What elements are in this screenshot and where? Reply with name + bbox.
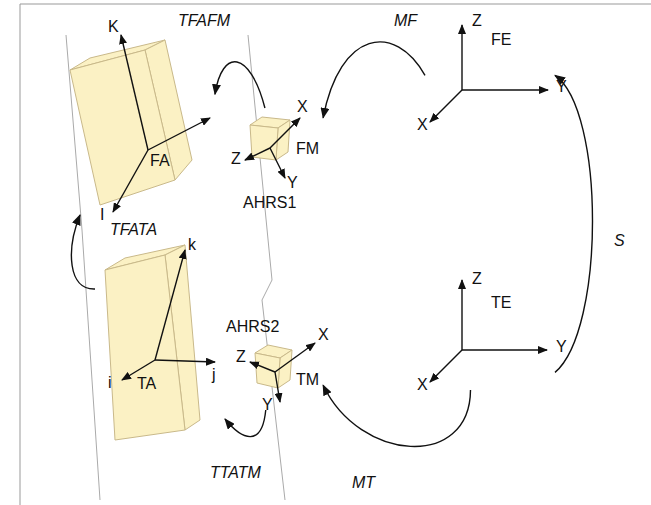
transform-label: TTATM [208, 464, 263, 482]
transform-label: TFAFM [176, 12, 232, 30]
axis-label: i [108, 374, 112, 392]
axis-label: j [212, 366, 216, 384]
frame-node: FM [240, 108, 323, 190]
frame-name: FE [491, 31, 511, 49]
frame-node: FA [65, 40, 215, 215]
transform-label: MF [392, 12, 419, 30]
frame-node: TM [240, 335, 323, 410]
frame-node: TA [95, 245, 225, 445]
transform-label: S [612, 232, 627, 250]
transform-arrow [225, 410, 266, 437]
axis-label: Z [236, 348, 246, 366]
frame-name: TA [137, 375, 156, 393]
axis-label: X [417, 376, 428, 394]
axis-label: Y [262, 396, 273, 414]
axis-label: Z [472, 12, 482, 30]
axis-label: Y [287, 174, 298, 192]
transform-label: MT [350, 474, 377, 492]
axis-label: Z [472, 270, 482, 288]
frame-name: TM [296, 371, 319, 389]
axis-label: k [188, 236, 196, 254]
transform-label: TFATA [108, 221, 159, 239]
transform-arrow [555, 75, 593, 372]
axis-label: Z [231, 150, 241, 168]
axis-label: K [108, 18, 119, 36]
transform-arrow [323, 42, 425, 118]
frame-name: TE [491, 294, 511, 312]
frame-name: FA [150, 152, 170, 170]
axis-label: I [100, 206, 104, 224]
axis-label: X [297, 98, 308, 116]
transform-arrow [323, 385, 470, 446]
axis-label: X [318, 326, 329, 344]
frame-name: FM [296, 140, 319, 158]
axis-label: AHRS1 [243, 194, 296, 212]
frame-node: TE [425, 280, 555, 390]
axis-label: AHRS2 [226, 318, 279, 336]
transform-arrow [71, 215, 95, 289]
axis-label: X [417, 116, 428, 134]
frame-node: FE [425, 25, 555, 130]
axis-label: Y [556, 338, 567, 356]
transform-arrow [215, 62, 265, 108]
axis-label: Y [556, 78, 567, 96]
